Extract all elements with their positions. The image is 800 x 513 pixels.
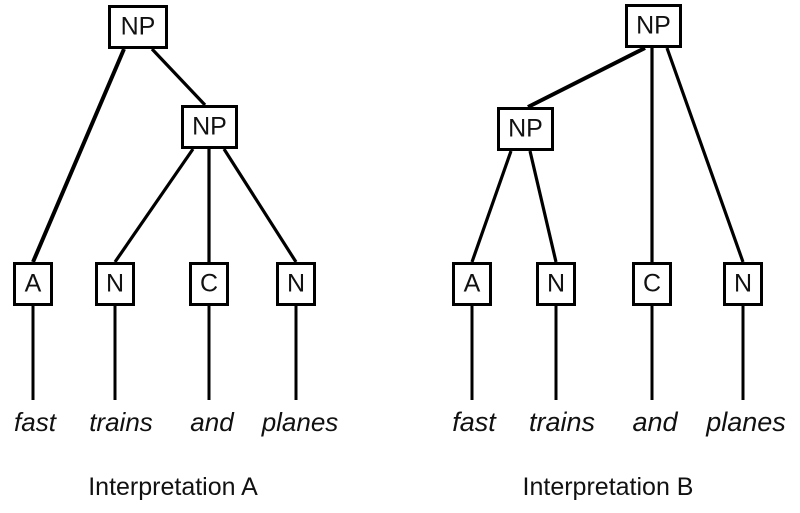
tree-node-a-root-np: NP <box>108 5 168 49</box>
node-label-b-root: NP <box>636 12 671 40</box>
node-label-b-leaf4: N <box>734 270 752 298</box>
tree-node-a-leaf2-n: N <box>95 262 135 306</box>
tree-node-b-leaf4-n: N <box>723 262 763 306</box>
node-label-a-root: NP <box>121 13 156 41</box>
terminal-word-tree-b-3: planes <box>705 407 786 437</box>
node-label-a-leaf1: A <box>25 270 42 298</box>
node-box-b-leaf3 <box>632 262 672 306</box>
node-box-a-leaf3 <box>189 262 229 306</box>
node-label-a-np2: NP <box>192 113 227 141</box>
node-label-a-leaf4: N <box>287 270 305 298</box>
node-box-a-leaf2 <box>95 262 135 306</box>
node-label-b-leaf1: A <box>464 270 481 298</box>
edges-layer <box>31 46 745 263</box>
tree-edge-b-root-to-b-np2 <box>527 46 646 109</box>
node-label-b-leaf2: N <box>547 270 565 298</box>
node-box-b-leaf4 <box>723 262 763 306</box>
node-box-a-np2 <box>181 105 238 149</box>
tree-edge-a-np2-to-a-leaf4 <box>222 148 298 263</box>
node-label-a-leaf3: C <box>200 270 218 298</box>
tree-node-a-leaf4-n: N <box>276 262 316 306</box>
tree-edge-b-np2-to-b-leaf1 <box>470 150 513 263</box>
tree-edge-b-np2-to-b-leaf2 <box>528 150 558 263</box>
node-label-b-leaf3: C <box>643 270 661 298</box>
caption-tree-b: Interpretation B <box>523 473 694 501</box>
tree-edge-a-root-to-a-leaf1 <box>31 48 126 263</box>
terminal-word-tree-a-0: fast <box>14 407 58 437</box>
node-label-b-np2: NP <box>508 115 543 143</box>
nodes-layer: NP NP A N C N NP NP A N C N <box>13 4 763 306</box>
terminal-word-tree-b-2: and <box>632 407 678 437</box>
node-box-b-np2 <box>497 107 554 151</box>
tree-node-a-leaf1-a: A <box>13 262 53 306</box>
tree-node-b-leaf1-a: A <box>452 262 492 306</box>
node-label-a-leaf2: N <box>106 270 124 298</box>
node-box-a-root <box>108 5 168 49</box>
tree-node-a-np2-np: NP <box>181 105 238 149</box>
tree-node-b-np2-np: NP <box>497 107 554 151</box>
tree-node-b-leaf2-n: N <box>536 262 576 306</box>
node-box-a-leaf4 <box>276 262 316 306</box>
tree-edge-a-np2-to-a-leaf2 <box>113 148 195 263</box>
captions-layer: Interpretation A Interpretation B <box>88 473 693 501</box>
node-box-a-leaf1 <box>13 262 53 306</box>
stems-layer <box>31 306 745 400</box>
tree-node-b-leaf3-c: C <box>632 262 672 306</box>
caption-tree-a: Interpretation A <box>88 473 258 501</box>
node-box-b-leaf2 <box>536 262 576 306</box>
terminal-word-tree-a-2: and <box>190 407 235 437</box>
tree-edge-a-root-to-a-np2 <box>150 47 207 107</box>
node-box-b-root <box>625 4 682 48</box>
tree-edge-b-root-to-b-leaf4 <box>665 47 745 263</box>
tree-node-b-root-np: NP <box>625 4 682 48</box>
terminal-word-tree-a-3: planes <box>261 407 339 437</box>
terminal-word-tree-b-1: trains <box>529 407 595 437</box>
terminal-word-tree-a-1: trains <box>89 407 153 437</box>
tree-node-a-leaf3-c: C <box>189 262 229 306</box>
terminal-word-tree-b-0: fast <box>452 407 497 437</box>
words-layer: fast trains and planes fast trains and planes <box>14 407 786 437</box>
node-box-b-leaf1 <box>452 262 492 306</box>
